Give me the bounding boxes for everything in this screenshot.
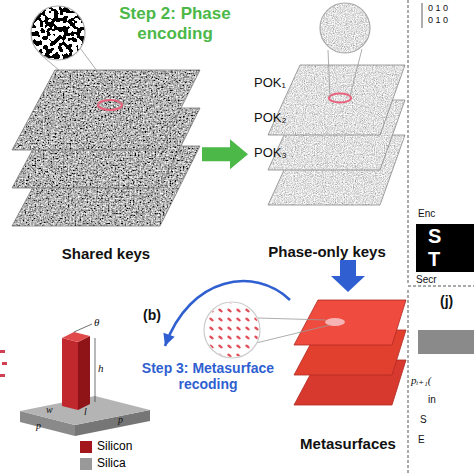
annotation-label: h — [98, 362, 104, 374]
annotation-label: θ — [94, 316, 99, 328]
zoom-line — [328, 50, 330, 97]
annotation-label: (j) — [440, 294, 453, 309]
matrix-bracket — [422, 3, 423, 28]
zoom-spot — [325, 318, 345, 326]
key-layer — [268, 65, 405, 135]
silicon-pillar — [78, 336, 90, 410]
annotation-label: S — [428, 225, 441, 247]
height-mark — [95, 338, 96, 402]
right-panels — [408, 0, 474, 474]
annotation-label: p — [118, 414, 123, 425]
zoom-spot — [98, 100, 122, 110]
step-label: Step 2: Phase encoding — [95, 4, 255, 43]
step-label: Step 3: Metasurface recoding — [126, 360, 290, 392]
layer-edge — [268, 65, 405, 135]
connector — [331, 260, 365, 292]
node-label: (b) — [143, 308, 161, 323]
annotation-label: E — [418, 434, 425, 445]
secret-image — [416, 224, 474, 272]
annotation-label: POK₂ — [254, 111, 287, 125]
connector — [163, 281, 290, 346]
zoom-line — [350, 49, 362, 96]
annotation-label: POK₃ — [254, 146, 287, 160]
silicon-pillar — [62, 338, 78, 410]
silicon-pillar-top — [62, 332, 90, 342]
key-layer — [12, 70, 200, 150]
zoom-line — [258, 318, 326, 320]
annotation-label: in — [428, 394, 436, 405]
zoom-line — [80, 48, 121, 103]
zoom-circle — [204, 302, 260, 358]
annotation-label: w — [46, 404, 53, 415]
zoom-line — [256, 325, 330, 343]
connector — [202, 139, 248, 169]
zoom-rim — [320, 3, 370, 53]
legend-row: Silica — [80, 457, 126, 470]
panel-border — [408, 286, 474, 287]
layer-edge — [12, 70, 200, 150]
legend-swatch — [80, 458, 92, 470]
node-label: Metasurfaces — [290, 436, 406, 453]
legend-text: Silicon — [97, 440, 132, 453]
metasurface-stack: Metasurfaces — [290, 292, 406, 452]
zoom-spot — [329, 94, 351, 103]
arrow-head — [163, 333, 174, 346]
cropped-fragment — [0, 350, 7, 377]
zoom-circle — [320, 3, 370, 53]
annotation-label: POK₁ — [254, 76, 286, 90]
annotation-label: S — [420, 414, 427, 425]
annotation-label: T — [428, 248, 440, 270]
legend-text: Silica — [97, 457, 126, 470]
angle-mark — [74, 324, 92, 332]
annotation-label: 0 1 0 — [428, 16, 448, 26]
zoom-rim — [31, 6, 85, 60]
cropped-image — [418, 330, 474, 354]
block-arrow — [331, 260, 365, 292]
annotation-label: Enc — [418, 208, 435, 219]
curved-arrow — [165, 281, 290, 346]
phase-key-layers — [268, 3, 405, 205]
panel-border — [408, 0, 409, 284]
metasurface-layer — [294, 300, 406, 345]
legend-swatch — [80, 441, 92, 453]
annotation-label: Secr — [416, 274, 437, 285]
unit-cell — [20, 324, 150, 436]
annotation-label: pᵢ₊₁( — [411, 374, 432, 386]
key-stack: Shared keys — [10, 50, 202, 262]
node-label: Phase-only keys — [248, 244, 406, 261]
panel-border — [408, 290, 409, 474]
annotation-label: p — [36, 420, 41, 431]
nanopillar-array — [205, 303, 259, 357]
cropped-mark — [0, 374, 5, 377]
zoom-circle — [31, 6, 85, 60]
annotation-label: l — [84, 406, 87, 417]
cropped-mark — [0, 350, 5, 353]
legend-row: Silicon — [80, 440, 132, 453]
node-label: Shared keys — [10, 246, 202, 263]
block-arrow — [202, 139, 248, 169]
annotation-label: 0 1 0 — [428, 4, 448, 14]
cropped-mark — [2, 362, 7, 365]
